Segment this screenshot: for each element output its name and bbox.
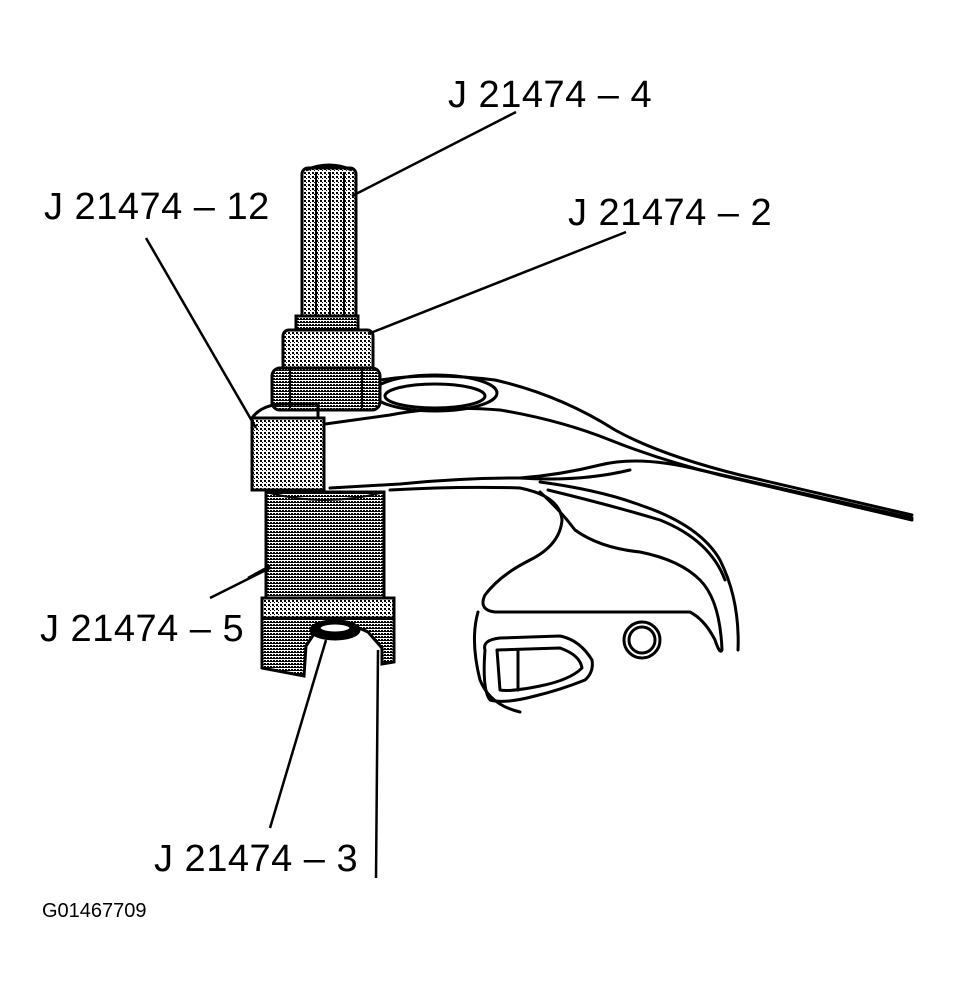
callout-j21474-2: J 21474 – 2 xyxy=(568,192,773,234)
callout-j21474-3: J 21474 – 3 xyxy=(154,838,359,880)
callout-j21474-5: J 21474 – 5 xyxy=(40,608,245,650)
callout-j21474-12: J 21474 – 12 xyxy=(44,186,270,228)
leader-2 xyxy=(367,230,627,336)
leader-5 xyxy=(209,566,271,600)
leader-12 xyxy=(144,237,258,429)
receiver-5 xyxy=(264,490,386,600)
tool-stack xyxy=(250,163,396,678)
callout-j21474-4: J 21474 – 4 xyxy=(448,74,653,116)
leader-4 xyxy=(351,110,517,198)
steering-knuckle-arm xyxy=(316,373,914,714)
figure-id: G01467709 xyxy=(42,900,147,922)
leader-3a xyxy=(268,639,328,829)
leader-3b xyxy=(374,649,380,879)
leader-lines xyxy=(144,110,627,879)
sleeve-12 xyxy=(250,416,326,492)
